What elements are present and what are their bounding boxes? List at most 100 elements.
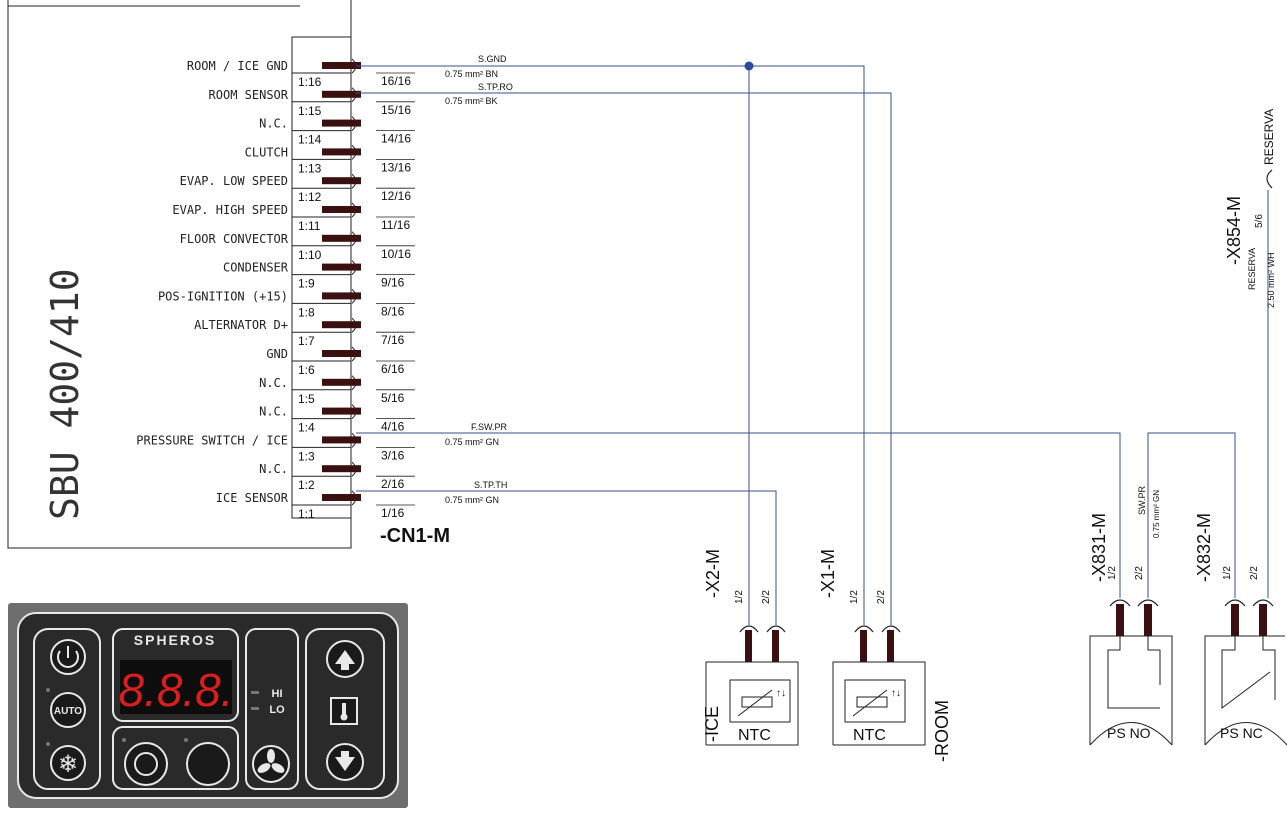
wire-fswpr-name: F.SW.PR [471,422,508,432]
recirculation-button[interactable] [124,742,168,786]
control-panel: AUTO ❄ SPHEROS 8.8.8. HI LO [8,603,408,808]
pin-socket [351,202,357,218]
pin-inner-number: 1:6 [298,363,315,377]
pin-inner-number: 1:4 [298,421,315,435]
pin-label: EVAP. HIGH SPEED [172,203,288,217]
up-button[interactable] [326,640,364,678]
ac-snowflake-button[interactable]: ❄ [50,745,86,781]
x1-arrows: ↑↓ [891,688,901,699]
wire-stpro-name: S.TP.RO [478,82,513,92]
x2-pin1: 1/2 [734,590,745,604]
x2-arrows: ↑↓ [776,688,786,699]
pin-row: EVAP. LOW SPEED 1:12 12/16 [180,173,415,204]
x831-name: -X831-M [1089,513,1109,582]
pin-socket [351,490,357,506]
x1-name: -X1-M [818,549,838,598]
pin-socket [351,260,357,275]
pin-label: N.C. [259,405,288,419]
auto-label: AUTO [54,706,82,717]
pin-terminal [322,234,361,242]
pin-socket [351,433,357,448]
pin-terminal [322,407,361,415]
x1-sensor: -X1-M 1/2 2/2 ↑↓ NTC -ROOM [818,549,952,762]
x832-name: -X832-M [1194,513,1214,582]
hi-label: HI [272,688,283,700]
wire-fswpr-spec: 0.75 mm² GN [445,437,499,447]
pin-socket [351,317,357,333]
x1-label: -ROOM [932,700,952,762]
pin-outer-number: 1/16 [381,506,405,520]
x1-pin1: 1/2 [849,590,860,604]
pin-terminal [322,119,361,127]
arrow-down-icon [335,751,355,771]
unit-title: SBU 400/410 [43,268,87,520]
x854-connector: -X854-M 5/6 RESERVA [1224,109,1276,265]
pin-socket [351,87,357,103]
pin-label: EVAP. LOW SPEED [180,174,288,188]
x831-pressure-switch: -X831-M 1/2 2/2 PS NO [1089,513,1173,746]
power-button[interactable] [50,639,86,675]
pin-label: PRESSURE SWITCH / ICE [136,433,288,447]
x831-pin1: 1/2 [1107,566,1118,580]
pin-inner-number: 1:12 [298,190,322,204]
pin-label: GND [266,347,288,361]
pin-outer-number: 10/16 [381,247,411,261]
pin-socket [351,461,357,477]
pin-label: N.C. [259,462,288,476]
fan-button[interactable] [252,745,290,783]
wire-stpro-spec: 0.75 mm² BK [445,96,498,106]
pin-inner-number: 1:15 [298,104,322,118]
pin-outer-number: 5/16 [381,391,405,405]
pin-outer-number: 12/16 [381,189,411,203]
pin-outer-number: 4/16 [381,420,405,434]
x2-pin2: 2/2 [761,590,772,604]
x854-label: RESERVA [1262,109,1276,165]
led-display: 8.8.8. [118,664,233,716]
pin-terminal [322,263,361,271]
auto-button[interactable]: AUTO [50,692,86,728]
pin-outer-number: 2/16 [381,477,405,491]
pin-outer-number: 11/16 [381,218,410,232]
x854-pin: 5/6 [1254,214,1265,228]
wire-labels: S.GND 0.75 mm² BN S.TP.RO 0.75 mm² BK F.… [445,54,1276,538]
pin-label: N.C. [259,376,288,390]
blank-button[interactable] [186,742,230,786]
pin-row: N.C. 1:4 4/16 [259,404,415,435]
pin-outer-number: 8/16 [381,304,405,318]
pin-inner-number: 1:16 [298,75,322,89]
x2-name: -X2-M [703,549,723,598]
fan-icon [257,749,285,773]
pin-terminal [322,206,361,213]
x2-type: NTC [738,727,771,744]
pin-label: ICE SENSOR [216,491,289,505]
pin-label: FLOOR CONVECTOR [180,232,289,246]
wire-sgnd-spec: 0.75 mm² BN [445,69,498,79]
pin-inner-number: 1:7 [298,334,315,348]
pin-inner-number: 1:9 [298,277,315,291]
x832-type: PS NC [1220,725,1263,741]
pin-label: ALTERNATOR D+ [194,318,288,332]
x1-pin2: 2/2 [876,590,887,604]
temperature-button[interactable] [330,697,358,725]
connector-name: -CN1-M [380,525,450,547]
wire-stpth-spec: 0.75 mm² GN [445,495,499,505]
pin-label: POS-IGNITION (+15) [158,289,288,303]
pin-socket [351,375,357,391]
pin-outer-number: 3/16 [381,448,405,462]
pin-terminal [322,90,361,98]
arrow-up-icon [335,650,355,670]
pin-label: ROOM / ICE GND [187,59,288,73]
pin-terminal [322,436,361,444]
down-button[interactable] [326,743,364,781]
pin-socket [351,346,357,362]
pin-socket [351,404,357,419]
wire-swpr-spec: 0.75 mm² GN [1152,490,1161,538]
x2-sensor: -X2-M 1/2 2/2 ↑↓ NTC -ICE [702,549,799,746]
